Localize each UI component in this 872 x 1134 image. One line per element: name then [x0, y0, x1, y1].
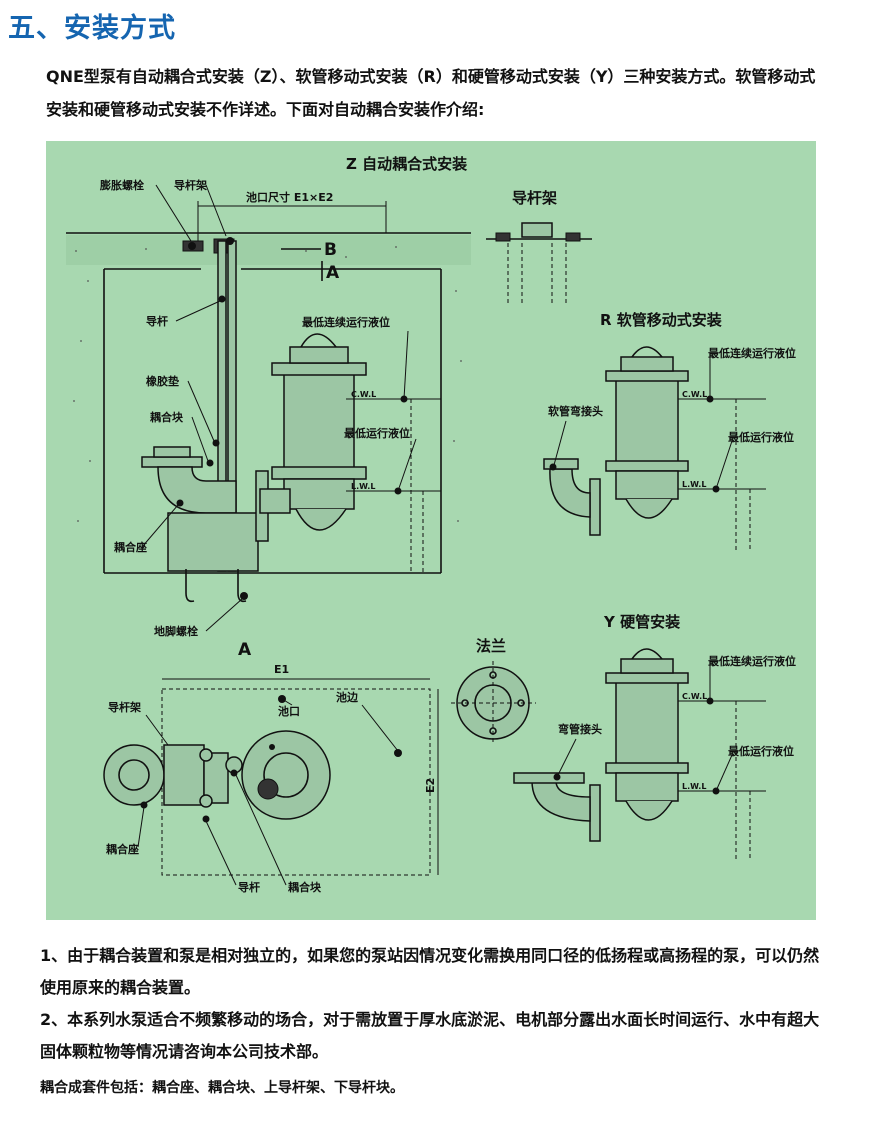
- rubber-pad-label: 橡胶垫: [146, 374, 179, 388]
- anchor-bolt-label: 地脚螺栓: [154, 624, 198, 638]
- section-title: 五、安装方式: [8, 13, 176, 44]
- plan-coupling-seat-label: 耦合座: [106, 842, 139, 856]
- plan-coupling-block-label: 耦合块: [288, 880, 322, 894]
- hose-elbow-label: 软管弯接头: [548, 404, 603, 418]
- coupling-seat-label: 耦合座: [114, 540, 147, 554]
- view-a-title: A: [238, 640, 252, 660]
- y-min-continuous-label: 最低连续运行液位: [708, 654, 796, 668]
- note-3: 耦合成套件包括：耦合座、耦合块、上导杆架、下导杆块。: [40, 1080, 404, 1096]
- pit-size-label: 池口尺寸 E1×E2: [246, 190, 333, 204]
- expansion-bolt-label: 膨胀螺栓: [99, 178, 144, 192]
- notes: 1、由于耦合装置和泵是相对独立的，如果您的泵站因情况变化需换用同口径的低扬程或高…: [40, 940, 830, 1104]
- r-min-continuous-label: 最低连续运行液位: [708, 346, 796, 360]
- y-title: Y 硬管安装: [603, 613, 681, 631]
- z-title: Z 自动耦合式安装: [346, 155, 468, 173]
- guide-frame-label: 导杆架: [174, 178, 207, 192]
- y-cwl-label: C.W.L: [682, 692, 707, 701]
- note-1: 1、由于耦合装置和泵是相对独立的，如果您的泵站因情况变化需换用同口径的低扬程或高…: [40, 946, 820, 997]
- r-cwl-label: C.W.L: [682, 390, 707, 399]
- e1-label: E1: [274, 663, 289, 676]
- e2-label: E2: [424, 778, 437, 793]
- y-min-level-label: 最低运行液位: [728, 744, 794, 758]
- cwl-label: C.W.L: [351, 390, 376, 399]
- y-lwl-label: L.W.L: [682, 782, 706, 791]
- lwl-label: L.W.L: [351, 482, 375, 491]
- flange-title: 法兰: [476, 637, 506, 655]
- r-lwl-label: L.W.L: [682, 480, 706, 489]
- intro-paragraph: QNE型泵有自动耦合式安装（Z）、软管移动式安装（R）和硬管移动式安装（Y）三种…: [46, 67, 816, 119]
- plan-guide-frame-label: 导杆架: [108, 700, 141, 714]
- plan-guide-rod-label: 导杆: [238, 880, 260, 894]
- note-2: 2、本系列水泵适合不频繁移动的场合，对于需放置于厚水底淤泥、电机部分露出水面长时…: [40, 1010, 820, 1061]
- z-min-level-label: 最低运行液位: [344, 426, 410, 440]
- r-min-level-label: 最低运行液位: [728, 430, 794, 444]
- coupling-block-label: 耦合块: [150, 410, 184, 424]
- pit-edge-label: 池边: [336, 690, 359, 704]
- r-title: R 软管移动式安装: [600, 311, 723, 329]
- guide-rod-label: 导杆: [146, 314, 168, 328]
- installation-diagram: Z 自动耦合式安装 池口尺寸 E1×E2 B A: [46, 141, 816, 920]
- pit-mouth-label: 池口: [278, 704, 300, 718]
- section-b: B: [324, 240, 337, 260]
- z-min-continuous-label: 最低连续运行液位: [302, 315, 390, 329]
- pipe-elbow-label: 弯管接头: [558, 722, 602, 736]
- installation-drawing: Z 自动耦合式安装 池口尺寸 E1×E2 B A: [66, 155, 796, 894]
- guide-bracket-title: 导杆架: [512, 189, 557, 207]
- section-a: A: [326, 263, 340, 283]
